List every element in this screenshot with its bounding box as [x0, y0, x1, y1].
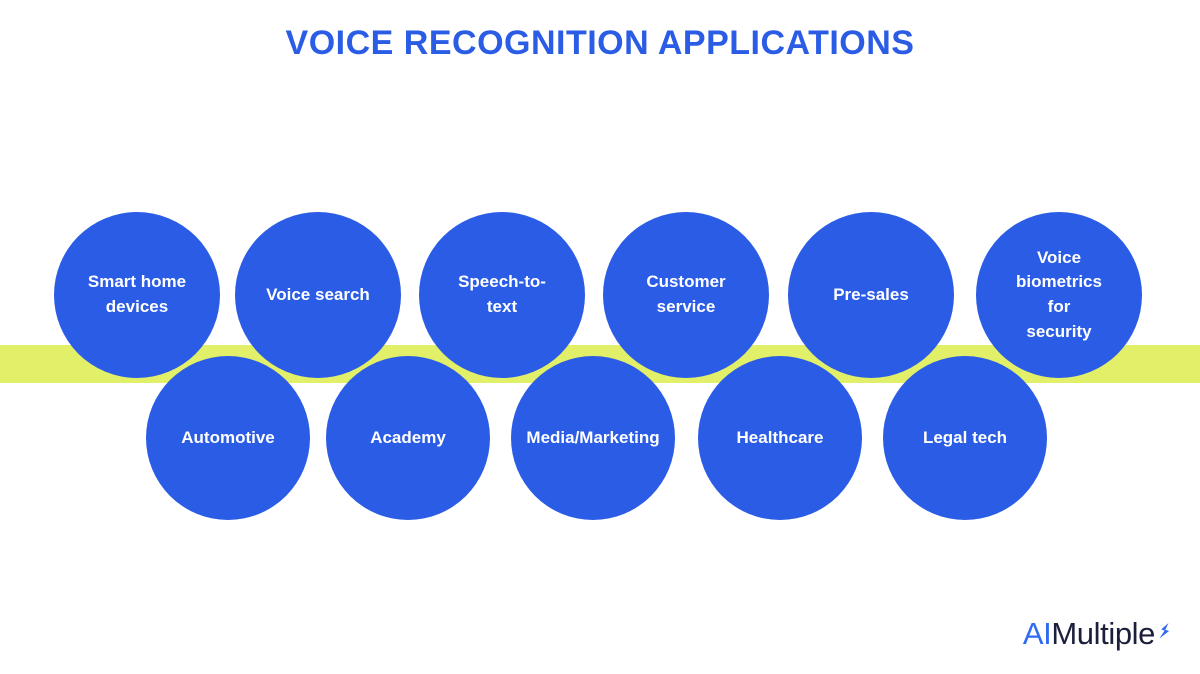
- application-circle-bottom-4[interactable]: Healthcare: [698, 356, 862, 520]
- application-circle-top-3[interactable]: Speech-to- text: [419, 212, 585, 378]
- logo-ai-text: AI: [1022, 616, 1052, 651]
- application-circle-top-1[interactable]: Smart home devices: [54, 212, 220, 378]
- circle-label: Customer service: [646, 272, 726, 316]
- circle-label: Voice biometrics for security: [1016, 247, 1102, 341]
- application-circle-top-2[interactable]: Voice search: [235, 212, 401, 378]
- circle-label: Media/Marketing: [526, 427, 660, 447]
- application-circle-bottom-5[interactable]: Legal tech: [883, 356, 1047, 520]
- circle-label: Pre-sales: [833, 284, 909, 304]
- application-circle-bottom-1[interactable]: Automotive: [146, 356, 310, 520]
- lightning-bolt-icon: [1156, 612, 1172, 648]
- application-circle-top-6[interactable]: Voice biometrics for security: [976, 212, 1142, 378]
- circle-label: Voice search: [266, 284, 370, 304]
- logo-multiple-text: Multiple: [1051, 616, 1155, 651]
- circle-label: Academy: [370, 427, 446, 447]
- application-circle-top-4[interactable]: Customer service: [603, 212, 769, 378]
- circle-label: Healthcare: [736, 427, 824, 447]
- circle-label: Automotive: [181, 427, 275, 447]
- application-circle-bottom-2[interactable]: Academy: [326, 356, 490, 520]
- page-title: VOICE RECOGNITION APPLICATIONS: [285, 24, 915, 62]
- circle-label: Legal tech: [922, 427, 1008, 447]
- circle-label: Speech-to- text: [458, 272, 546, 316]
- application-circle-top-5[interactable]: Pre-sales: [788, 212, 954, 378]
- circle-label: Smart home devices: [87, 272, 187, 316]
- application-circle-bottom-3[interactable]: Media/Marketing: [511, 356, 675, 520]
